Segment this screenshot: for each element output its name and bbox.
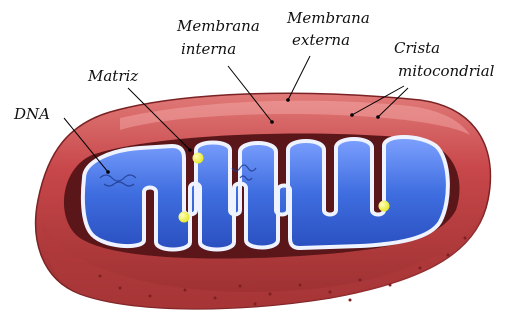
label-dna: DNA	[14, 106, 50, 123]
label-matriz: Matriz	[88, 68, 138, 85]
inner-membrane	[83, 137, 448, 250]
label-membrana-interna-line1: Membrana	[177, 18, 260, 35]
granule	[179, 212, 190, 223]
label-crista-mitocondrial-line2: mitocondrial	[398, 63, 494, 80]
label-membrana-externa-line1: Membrana	[287, 10, 370, 27]
granule	[193, 153, 204, 164]
label-membrana-externa-line2: externa	[292, 32, 350, 49]
granule	[379, 201, 390, 212]
label-crista-mitocondrial-line1: Crista	[394, 40, 440, 57]
label-membrana-interna-line2: interna	[181, 41, 236, 58]
